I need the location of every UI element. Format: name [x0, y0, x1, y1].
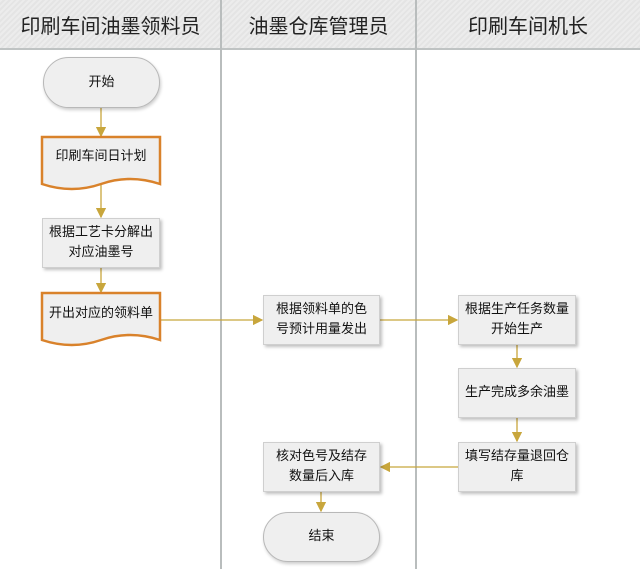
lane-divider [415, 0, 417, 569]
surplus-ink-process: 生产完成多余油墨 [458, 368, 576, 418]
lane-header-ink-picker: 印刷车间油墨领料员 [0, 0, 221, 50]
start-terminator: 开始 [43, 57, 160, 108]
daily-plan-document: 印刷车间日计划 [55, 149, 147, 164]
issue-slip-document: 开出对应的领料单 [48, 306, 153, 321]
lane-divider [220, 0, 222, 569]
lane-header-warehouse-manager: 油墨仓库管理员 [221, 0, 416, 50]
end-terminator: 结束 [263, 512, 380, 562]
decompose-ink-process: 根据工艺卡分解出对应油墨号 [42, 218, 160, 268]
store-ink-process: 核对色号及结存数量后入库 [263, 442, 380, 492]
dispatch-ink-process: 根据领料单的色号预计用量发出 [263, 295, 380, 345]
lane-header-machine-captain: 印刷车间机长 [416, 0, 640, 50]
document-shape [40, 135, 162, 191]
return-ink-process: 填写结存量退回仓库 [458, 442, 576, 492]
start-production-process: 根据生产任务数量开始生产 [458, 295, 576, 345]
document-shape [40, 291, 162, 347]
